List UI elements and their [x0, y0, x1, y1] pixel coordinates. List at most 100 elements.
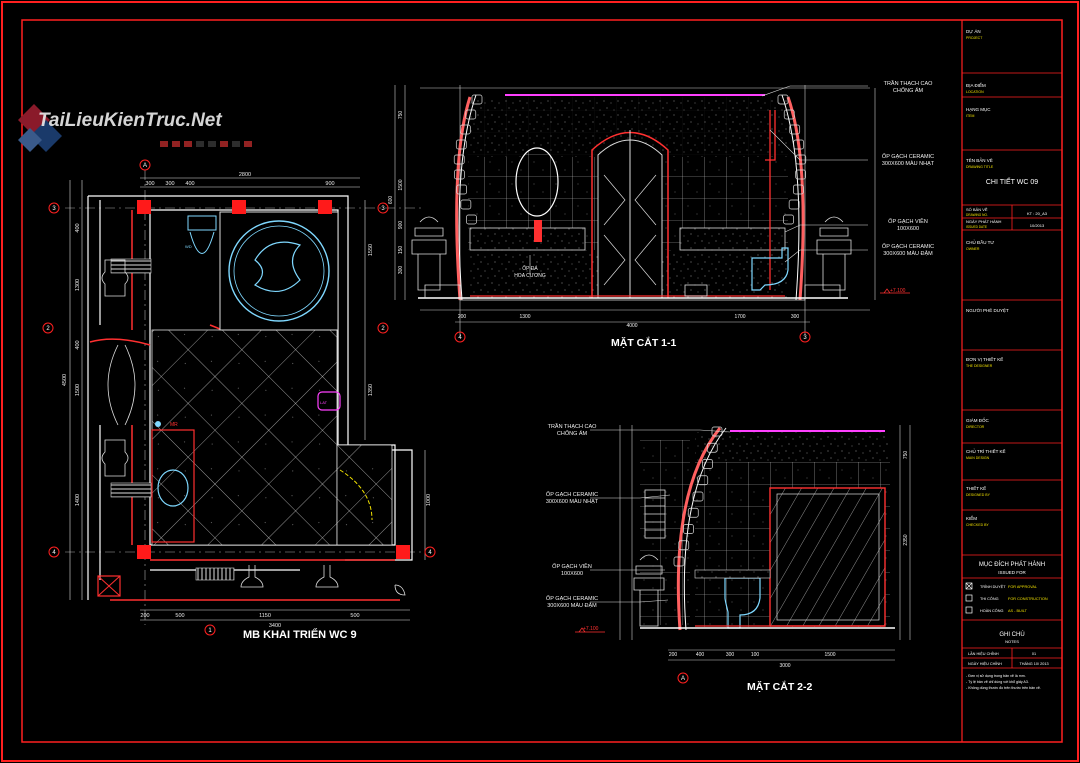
- check-mark-icon: [965, 582, 973, 590]
- svg-text:ỐP ĐÁ: ỐP ĐÁ: [522, 265, 538, 272]
- tb-director-sub: DIRECTOR: [966, 425, 985, 429]
- dimension-label: 300: [726, 652, 735, 658]
- dimension-label: 300: [165, 181, 174, 187]
- svg-text:TRẦN THẠCH CAO: TRẦN THẠCH CAO: [884, 80, 934, 87]
- issue-label-vn: HOÀN CÔNG: [980, 608, 1003, 613]
- svg-text:ỐP GẠCH CERAMIC: ỐP GẠCH CERAMIC: [882, 153, 934, 160]
- molding-block: [466, 214, 477, 225]
- grid-bubble: 1: [204, 624, 216, 636]
- tb-item-sub: ITEM: [966, 114, 974, 118]
- tb-revision-label: LẦN HIỆU CHỈNH: [968, 651, 999, 656]
- tb-director-label: GIÁM ĐỐC: [966, 417, 990, 423]
- tb-issue-title: MỤC ĐÍCH PHÁT HÀNH: [979, 561, 1045, 568]
- tb-project-sub: PROJECT: [966, 36, 983, 40]
- molding-block: [678, 540, 690, 551]
- dimension-label: 2350: [903, 534, 909, 545]
- molding-block: [783, 214, 794, 225]
- molding-block: [793, 139, 805, 150]
- watermark-text: TaiLieuKienTruc.Net: [38, 110, 222, 131]
- grid-bubble-label: 1: [208, 628, 212, 634]
- dimension-label: 1000: [426, 494, 432, 506]
- svg-text:ỐP GẠCH VIỀN: ỐP GẠCH VIỀN: [888, 218, 928, 225]
- issue-label-en: FOR APPROVAL: [1008, 585, 1037, 589]
- level-symbol: [575, 627, 605, 633]
- dimension-label: 1550: [368, 244, 374, 256]
- tb-owner-sub: OWNER: [966, 247, 980, 251]
- grid-bubble-label: 4: [458, 335, 462, 341]
- dimension-label: 1300: [75, 279, 81, 291]
- molding-block: [471, 94, 483, 105]
- molding-block: [455, 139, 467, 150]
- issue-checkbox[interactable]: [965, 594, 973, 602]
- tb-drawing-title: CHI TIẾT WC 09: [986, 176, 1038, 186]
- svg-text:ỐP GẠCH CERAMIC: ỐP GẠCH CERAMIC: [546, 595, 598, 602]
- dimension-label: 100: [751, 652, 760, 658]
- dimension-label: 1300: [519, 314, 530, 320]
- issue-checkbox[interactable]: [965, 582, 973, 590]
- plan-tag: LAT: [320, 400, 328, 405]
- dimension-label: 300: [145, 181, 154, 187]
- watermark-dot: [196, 141, 204, 147]
- tb-location-sub: LOCATION: [966, 90, 984, 94]
- issue-label-en: AS - BUILT: [1008, 609, 1028, 613]
- dimension-label: 750: [903, 451, 909, 460]
- level-symbol: [880, 288, 910, 294]
- tb-drawing-sub: DRAWING TITLE: [966, 165, 994, 169]
- tb-project-label: DỰ ÁN: [966, 28, 981, 34]
- svg-text:ỐP GẠCH CERAMIC: ỐP GẠCH CERAMIC: [882, 243, 934, 250]
- dimension-label: 400: [75, 340, 81, 349]
- molding-block: [795, 154, 807, 165]
- molding-block: [673, 556, 685, 567]
- tb-number-sub: DRAWING NO.: [966, 213, 988, 217]
- tb-check-label: KIỂM: [966, 515, 977, 521]
- tb-location-label: ĐỊA ĐIỂM: [966, 82, 986, 88]
- tb-revdate-value: THÁNG 10/ 2013: [1019, 662, 1048, 666]
- molding-block: [453, 154, 465, 165]
- tb-date-value: 10/2013: [1030, 223, 1045, 228]
- watermark-dot: [160, 141, 168, 147]
- molding-block: [777, 94, 789, 105]
- dimension-label: 1500: [75, 384, 81, 396]
- dimension-label: 900: [398, 221, 404, 230]
- grid-bubble-label: 3: [803, 335, 807, 341]
- svg-text:300X600 MÀU NHẠT: 300X600 MÀU NHẠT: [882, 160, 935, 167]
- tb-number-label: SỐ BẢN VẼ: [966, 207, 988, 212]
- svg-text:TRẦN THẠCH CAO: TRẦN THẠCH CAO: [548, 423, 598, 430]
- molding-block: [789, 124, 801, 135]
- watermark-dot: [244, 141, 252, 147]
- note-line: - Không dùng thước đo trên thước trên bả…: [966, 686, 1041, 690]
- section-1-1-title: MẶT CẮT 1-1: [611, 336, 676, 349]
- dimension-label: 200: [140, 613, 149, 619]
- tb-notes-title: GHI CHÚ: [999, 631, 1024, 638]
- dimension-label: 1500: [824, 652, 835, 658]
- watermark-logo: TaiLieuKienTruc.Net: [18, 104, 252, 152]
- dimension-label: 750: [398, 111, 404, 120]
- plan-title: MB KHAI TRIỂN WC 9: [243, 628, 357, 641]
- grid-bubble-label: 3: [52, 206, 56, 212]
- svg-text:300X600 MÀU ĐẬM: 300X600 MÀU ĐẬM: [547, 602, 597, 609]
- watermark-dot: [232, 141, 240, 147]
- dimension-label: 1350: [368, 384, 374, 396]
- grid-bubble: 4: [48, 546, 60, 558]
- molding-block: [453, 169, 465, 180]
- dimension-label: 300: [398, 266, 404, 275]
- watermark-dot: [184, 141, 192, 147]
- tb-date-label: NGÀY PHÁT HÀNH: [966, 219, 1002, 224]
- grid-bubble-label: 3: [381, 206, 385, 212]
- dimension-label: 150: [398, 246, 404, 255]
- dimension-label: 500: [175, 613, 184, 619]
- dimension-label: 400: [75, 223, 81, 232]
- dimension-label: 1500: [398, 179, 404, 190]
- molding-block: [459, 124, 471, 135]
- dimension-label: 500: [350, 613, 359, 619]
- plan-tag: WD: [185, 244, 192, 249]
- issue-checkbox[interactable]: [965, 606, 973, 614]
- molding-block: [795, 169, 807, 180]
- svg-text:300X600 MÀU ĐẬM: 300X600 MÀU ĐẬM: [883, 250, 933, 257]
